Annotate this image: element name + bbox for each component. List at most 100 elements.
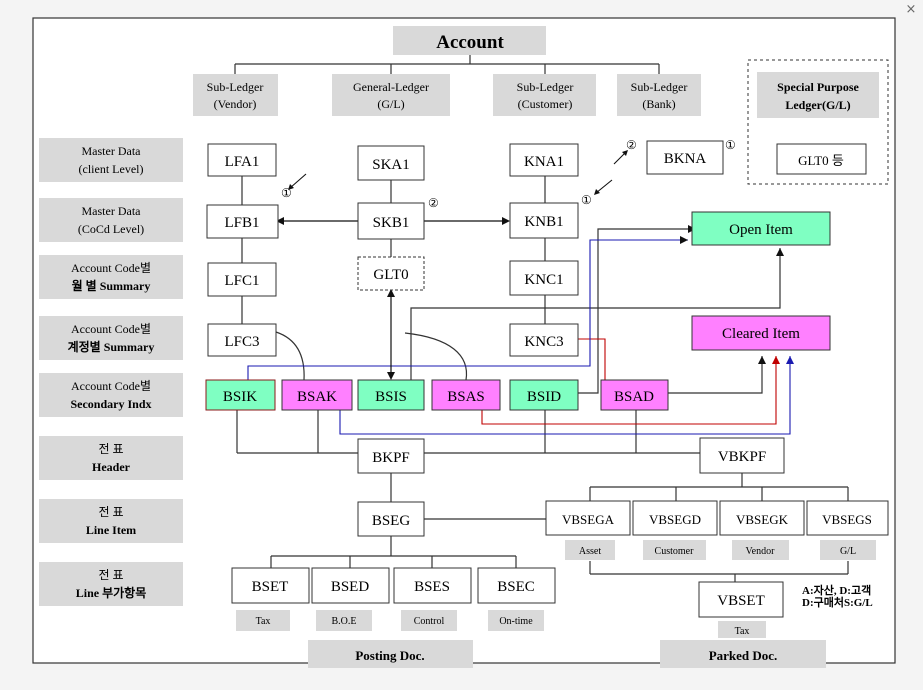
table-vbset: VBSET xyxy=(717,593,765,609)
column-bank-line2: (Bank) xyxy=(642,97,675,111)
column-bank-line1: Sub-Ledger xyxy=(631,80,688,94)
diagram-title: Account xyxy=(436,32,504,53)
table-bsid: BSID xyxy=(527,389,561,405)
markers: ① ② ① ② ① xyxy=(281,138,736,210)
column-vendor-line1: Sub-Ledger xyxy=(207,80,264,94)
sub-label-gl: G/L xyxy=(840,546,856,557)
table-bkna: BKNA xyxy=(664,151,707,167)
row-header-line1: 전 표 xyxy=(98,442,123,456)
blue-connector-bsak xyxy=(339,356,791,435)
table-bseg: BSEG xyxy=(372,513,411,529)
table-knc1: KNC1 xyxy=(524,272,563,288)
table-bses: BSES xyxy=(414,579,450,595)
column-headers: Sub-Ledger (Vendor) General-Ledger (G/L)… xyxy=(193,74,701,116)
sub-label-asset: Asset xyxy=(579,546,601,557)
cleared-item-label: Cleared Item xyxy=(722,326,800,342)
open-item-box xyxy=(691,211,831,246)
legend-line2: D:구매처S:G/L xyxy=(802,595,873,609)
parked-doc-label: Parked Doc. xyxy=(709,648,778,663)
posting-doc-box xyxy=(308,640,473,668)
table-bkpf: BKPF xyxy=(372,450,410,466)
sub-label-customer: Customer xyxy=(655,546,695,557)
sub-label-boe: B.O.E xyxy=(332,616,357,627)
table-knb1: KNB1 xyxy=(524,214,563,230)
marker-two-bank: ② xyxy=(626,138,637,152)
connector-lines xyxy=(234,55,849,582)
row-account-line2: 계정별 Summary xyxy=(68,339,155,354)
sub-label-vendor: Vendor xyxy=(746,546,776,557)
row-line-item-line2: Line Item xyxy=(86,523,136,537)
marker-two-skb1: ② xyxy=(428,196,439,210)
table-glt0-special xyxy=(776,143,867,175)
sub-labels: Asset Customer Vendor G/L Tax B.O.E Cont… xyxy=(236,540,876,638)
table-vbsegd: VBSEGD xyxy=(649,512,701,527)
sub-label-ontime: On-time xyxy=(499,616,533,627)
table-vbsega: VBSEGA xyxy=(562,512,615,527)
marker-one-knb1: ① xyxy=(581,193,592,207)
legend-line1: A:자산, D:고객 xyxy=(802,583,871,597)
table-bsec: BSEC xyxy=(497,579,535,595)
special-ledger-header xyxy=(757,72,879,118)
sub-label-tax-parked: Tax xyxy=(735,626,750,637)
red-connector-knc3 xyxy=(576,338,606,380)
table-vbkpf: VBKPF xyxy=(718,449,766,465)
row-master-cocd-line1: Master Data xyxy=(82,204,142,218)
row-secondary-line2: Secondary Indx xyxy=(70,397,151,411)
table-bsed: BSED xyxy=(331,579,370,595)
row-secondary-line1: Account Code별 xyxy=(71,379,151,393)
cleared-item-box xyxy=(691,315,831,351)
account-title-box xyxy=(393,26,546,55)
column-gl-line1: General-Ledger xyxy=(353,80,429,94)
row-line-item-line1: 전 표 xyxy=(98,505,123,519)
column-vendor-line2: (Vendor) xyxy=(214,97,257,111)
table-glt0-special-label: GLT0 등 xyxy=(798,153,844,168)
column-gl-line2: (G/L) xyxy=(377,97,404,111)
row-master-client-line2: (client Level) xyxy=(79,162,144,176)
sub-label-tax: Tax xyxy=(256,616,271,627)
row-header-line2: Header xyxy=(92,460,131,474)
table-vbsegs: VBSEGS xyxy=(822,512,872,527)
table-boxes: LFA1 LFB1 LFC1 LFC3 SKA1 SKB1 GLT0 KNA1 … xyxy=(206,140,889,618)
table-bsik: BSIK xyxy=(223,389,257,405)
row-master-cocd-line2: (CoCd Level) xyxy=(78,222,144,236)
close-icon[interactable]: × xyxy=(905,2,917,17)
legend: A:자산, D:고객 D:구매처S:G/L xyxy=(802,583,873,609)
table-lfa1: LFA1 xyxy=(225,154,260,170)
row-line-extra-line2: Line 부가항목 xyxy=(76,585,147,600)
secondary-index-tables: BSIK BSAK BSIS BSAS BSID BSAD xyxy=(205,379,669,411)
table-bset: BSET xyxy=(252,579,289,595)
open-item-label: Open Item xyxy=(729,222,793,238)
column-customer-line1: Sub-Ledger xyxy=(517,80,574,94)
red-connector-bsas xyxy=(481,356,777,425)
table-skb1: SKB1 xyxy=(373,215,410,231)
table-ska1: SKA1 xyxy=(372,157,410,173)
marker-one-bkna: ① xyxy=(725,138,736,152)
table-kna1: KNA1 xyxy=(524,154,564,170)
sub-label-control: Control xyxy=(414,616,445,627)
table-knc3: KNC3 xyxy=(524,334,563,350)
row-account-line1: Account Code별 xyxy=(71,322,151,336)
table-lfb1: LFB1 xyxy=(224,215,259,231)
row-monthly-line1: Account Code별 xyxy=(71,261,151,275)
table-bsad: BSAD xyxy=(614,389,654,405)
row-line-extra-line1: 전 표 xyxy=(98,568,123,582)
special-ledger-line2: Ledger(G/L) xyxy=(785,98,850,112)
red-arrowhead xyxy=(772,356,780,364)
marker-one-lfb1: ① xyxy=(281,186,292,200)
row-monthly-line2: 월 별 Summary xyxy=(72,278,151,293)
table-lfc1: LFC1 xyxy=(224,273,259,289)
blue-arrowhead xyxy=(786,356,794,364)
parked-doc-box xyxy=(660,640,826,668)
posting-doc-label: Posting Doc. xyxy=(355,648,424,663)
table-bsis: BSIS xyxy=(375,389,407,405)
column-customer-line2: (Customer) xyxy=(518,97,573,111)
special-ledger-line1: Special Purpose xyxy=(777,80,859,94)
table-lfc3: LFC3 xyxy=(224,334,259,350)
table-bsak: BSAK xyxy=(297,389,337,405)
row-master-client-line1: Master Data xyxy=(82,144,142,158)
table-glt0: GLT0 xyxy=(373,267,408,283)
row-labels: Master Data (client Level) Master Data (… xyxy=(39,138,183,606)
table-bsas: BSAS xyxy=(447,389,485,405)
